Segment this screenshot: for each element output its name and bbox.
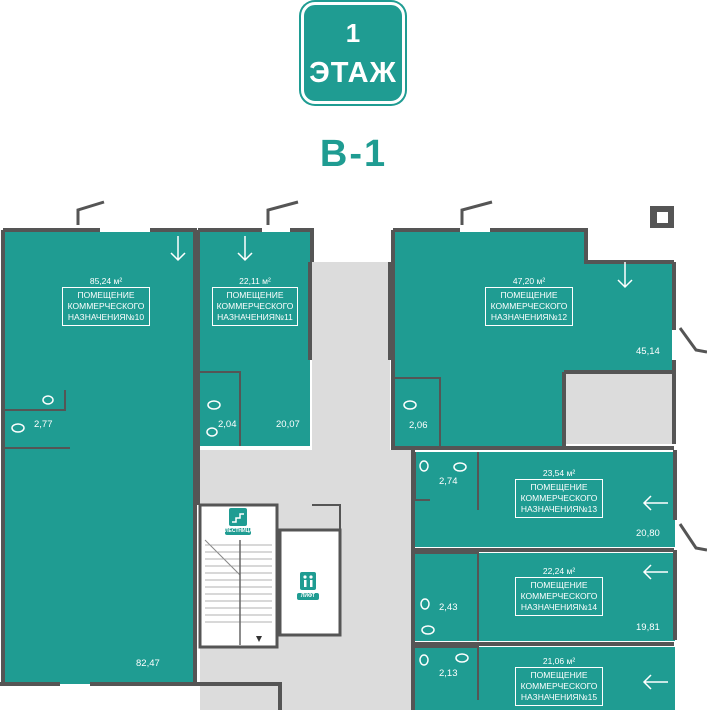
floor-number: 1 <box>345 18 361 48</box>
arrow-down-icon <box>170 236 186 262</box>
sub-area-12: 45,14 <box>636 346 660 357</box>
wc-area-10: 2,77 <box>34 419 53 430</box>
room-13-fill <box>415 452 675 547</box>
room-12-fill <box>395 232 672 446</box>
sink-icon <box>419 654 429 666</box>
room-line: ПОМЕЩЕНИЕ <box>530 580 588 590</box>
room-line: ПОМЕЩЕНИЕ <box>77 290 135 300</box>
room-line: КОММЕРЧЕСКОГО <box>520 493 598 503</box>
room-area: 21,06 м² <box>542 656 576 666</box>
sub-area-11: 20,07 <box>276 419 300 430</box>
lift-label: ЛИФТ <box>297 593 319 600</box>
room-line: КОММЕРЧЕСКОГО <box>520 681 598 691</box>
room-line: НАЗНАЧЕНИЯ№11 <box>217 312 293 322</box>
sink-icon <box>42 395 54 405</box>
wc-area-11: 2,04 <box>218 419 237 430</box>
arrow-down-icon <box>617 262 633 289</box>
sub-area-10: 82,47 <box>136 658 160 669</box>
room-15-fill <box>415 647 675 710</box>
floor-label: ЭТАЖ <box>309 57 397 89</box>
arrow-left-icon <box>642 495 668 511</box>
room-line: КОММЕРЧЕСКОГО <box>490 301 568 311</box>
toilet-icon <box>11 423 25 433</box>
room-area: 22,24 м² <box>542 566 576 576</box>
toilet-icon <box>421 625 435 635</box>
toilet-icon <box>455 653 469 663</box>
room-line: НАЗНАЧЕНИЯ№15 <box>520 692 598 702</box>
toilet-icon <box>453 462 467 472</box>
room-line: ПОМЕЩЕНИЕ <box>500 290 558 300</box>
room-area: 23,54 м² <box>542 468 576 478</box>
sink-icon <box>419 460 429 472</box>
room-label-10: 85,24 м² ПОМЕЩЕНИЕ КОММЕРЧЕСКОГО НАЗНАЧЕ… <box>62 276 150 326</box>
lift-icon <box>300 572 316 590</box>
room-10-fill <box>5 232 195 684</box>
sink-icon <box>206 427 218 437</box>
room-line: КОММЕРЧЕСКОГО <box>520 591 598 601</box>
arrow-down-icon <box>237 236 253 262</box>
room-label-11: 22,11 м² ПОМЕЩЕНИЕ КОММЕРЧЕСКОГО НАЗНАЧЕ… <box>212 276 298 326</box>
floor-badge: 1 ЭТАЖ <box>301 2 405 104</box>
wc-area-15: 2,13 <box>439 668 458 679</box>
room-line: НАЗНАЧЕНИЯ№12 <box>490 312 568 322</box>
room-line: ПОМЕЩЕНИЕ <box>530 482 588 492</box>
room-label-15: 21,06 м² ПОМЕЩЕНИЕ КОММЕРЧЕСКОГО НАЗНАЧЕ… <box>515 656 603 706</box>
room-line: НАЗНАЧЕНИЯ№13 <box>520 504 598 514</box>
utility-room <box>566 372 672 444</box>
room-label-12: 47,20 м² ПОМЕЩЕНИЕ КОММЕРЧЕСКОГО НАЗНАЧЕ… <box>485 276 573 326</box>
sub-area-13: 20,80 <box>636 528 660 539</box>
room-line: ПОМЕЩЕНИЕ <box>226 290 284 300</box>
stairs-icon <box>229 508 247 526</box>
room-line: КОММЕРЧЕСКОГО <box>67 301 145 311</box>
toilet-icon <box>403 400 417 410</box>
sink-icon <box>420 598 430 610</box>
room-11-fill <box>200 232 310 446</box>
arrow-left-icon <box>642 674 668 690</box>
wc-area-12: 2,06 <box>409 420 428 431</box>
room-label-13: 23,54 м² ПОМЕЩЕНИЕ КОММЕРЧЕСКОГО НАЗНАЧЕ… <box>515 468 603 518</box>
toilet-icon <box>207 400 221 410</box>
room-area: 22,11 м² <box>239 276 271 286</box>
section-title: В-1 <box>319 133 388 175</box>
wc-area-13: 2,74 <box>439 476 458 487</box>
stair-block <box>198 503 279 649</box>
room-area: 47,20 м² <box>512 276 546 286</box>
sub-area-14: 19,81 <box>636 622 660 633</box>
room-line: КОММЕРЧЕСКОГО <box>216 301 294 311</box>
wc-area-14: 2,43 <box>439 602 458 613</box>
room-area: 85,24 м² <box>89 276 123 286</box>
room-line: НАЗНАЧЕНИЯ№10 <box>67 312 145 322</box>
stair-arrow-icon <box>256 636 262 642</box>
arrow-left-icon <box>642 564 668 580</box>
room-14-fill <box>415 553 675 641</box>
room-line: ПОМЕЩЕНИЕ <box>530 670 588 680</box>
room-label-14: 22,24 м² ПОМЕЩЕНИЕ КОММЕРЧЕСКОГО НАЗНАЧЕ… <box>515 566 603 616</box>
room-line: НАЗНАЧЕНИЯ№14 <box>520 602 598 612</box>
stair-label: ЛЕСТНИЦА <box>225 528 253 535</box>
